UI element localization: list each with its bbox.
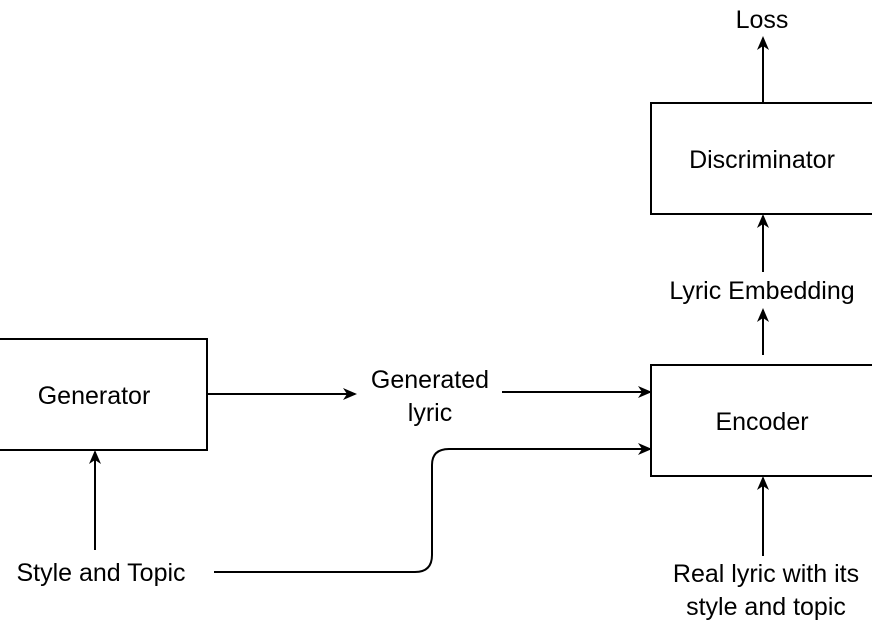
encoder-box [650,364,872,477]
loss-label: Loss [736,6,789,34]
style-topic-to-encoder-arrow [214,443,652,573]
lyric-embedding-label: Lyric Embedding [669,277,854,305]
real-lyric-label-line1: Real lyric with its [673,560,859,588]
generated-lyric-label-line1: Generated [371,366,489,394]
style-and-topic-label: Style and Topic [16,559,185,587]
real-lyric-label-line2: style and topic [686,593,846,621]
encoder-label: Encoder [715,408,808,436]
lyric-embedding-bg [654,274,868,308]
discriminator-box [650,102,872,215]
generator-box [0,338,208,451]
generated-lyric-label-line2: lyric [408,399,452,427]
discriminator-label: Discriminator [689,146,835,174]
real-lyric-bg [658,556,872,623]
generator-label: Generator [38,382,151,410]
